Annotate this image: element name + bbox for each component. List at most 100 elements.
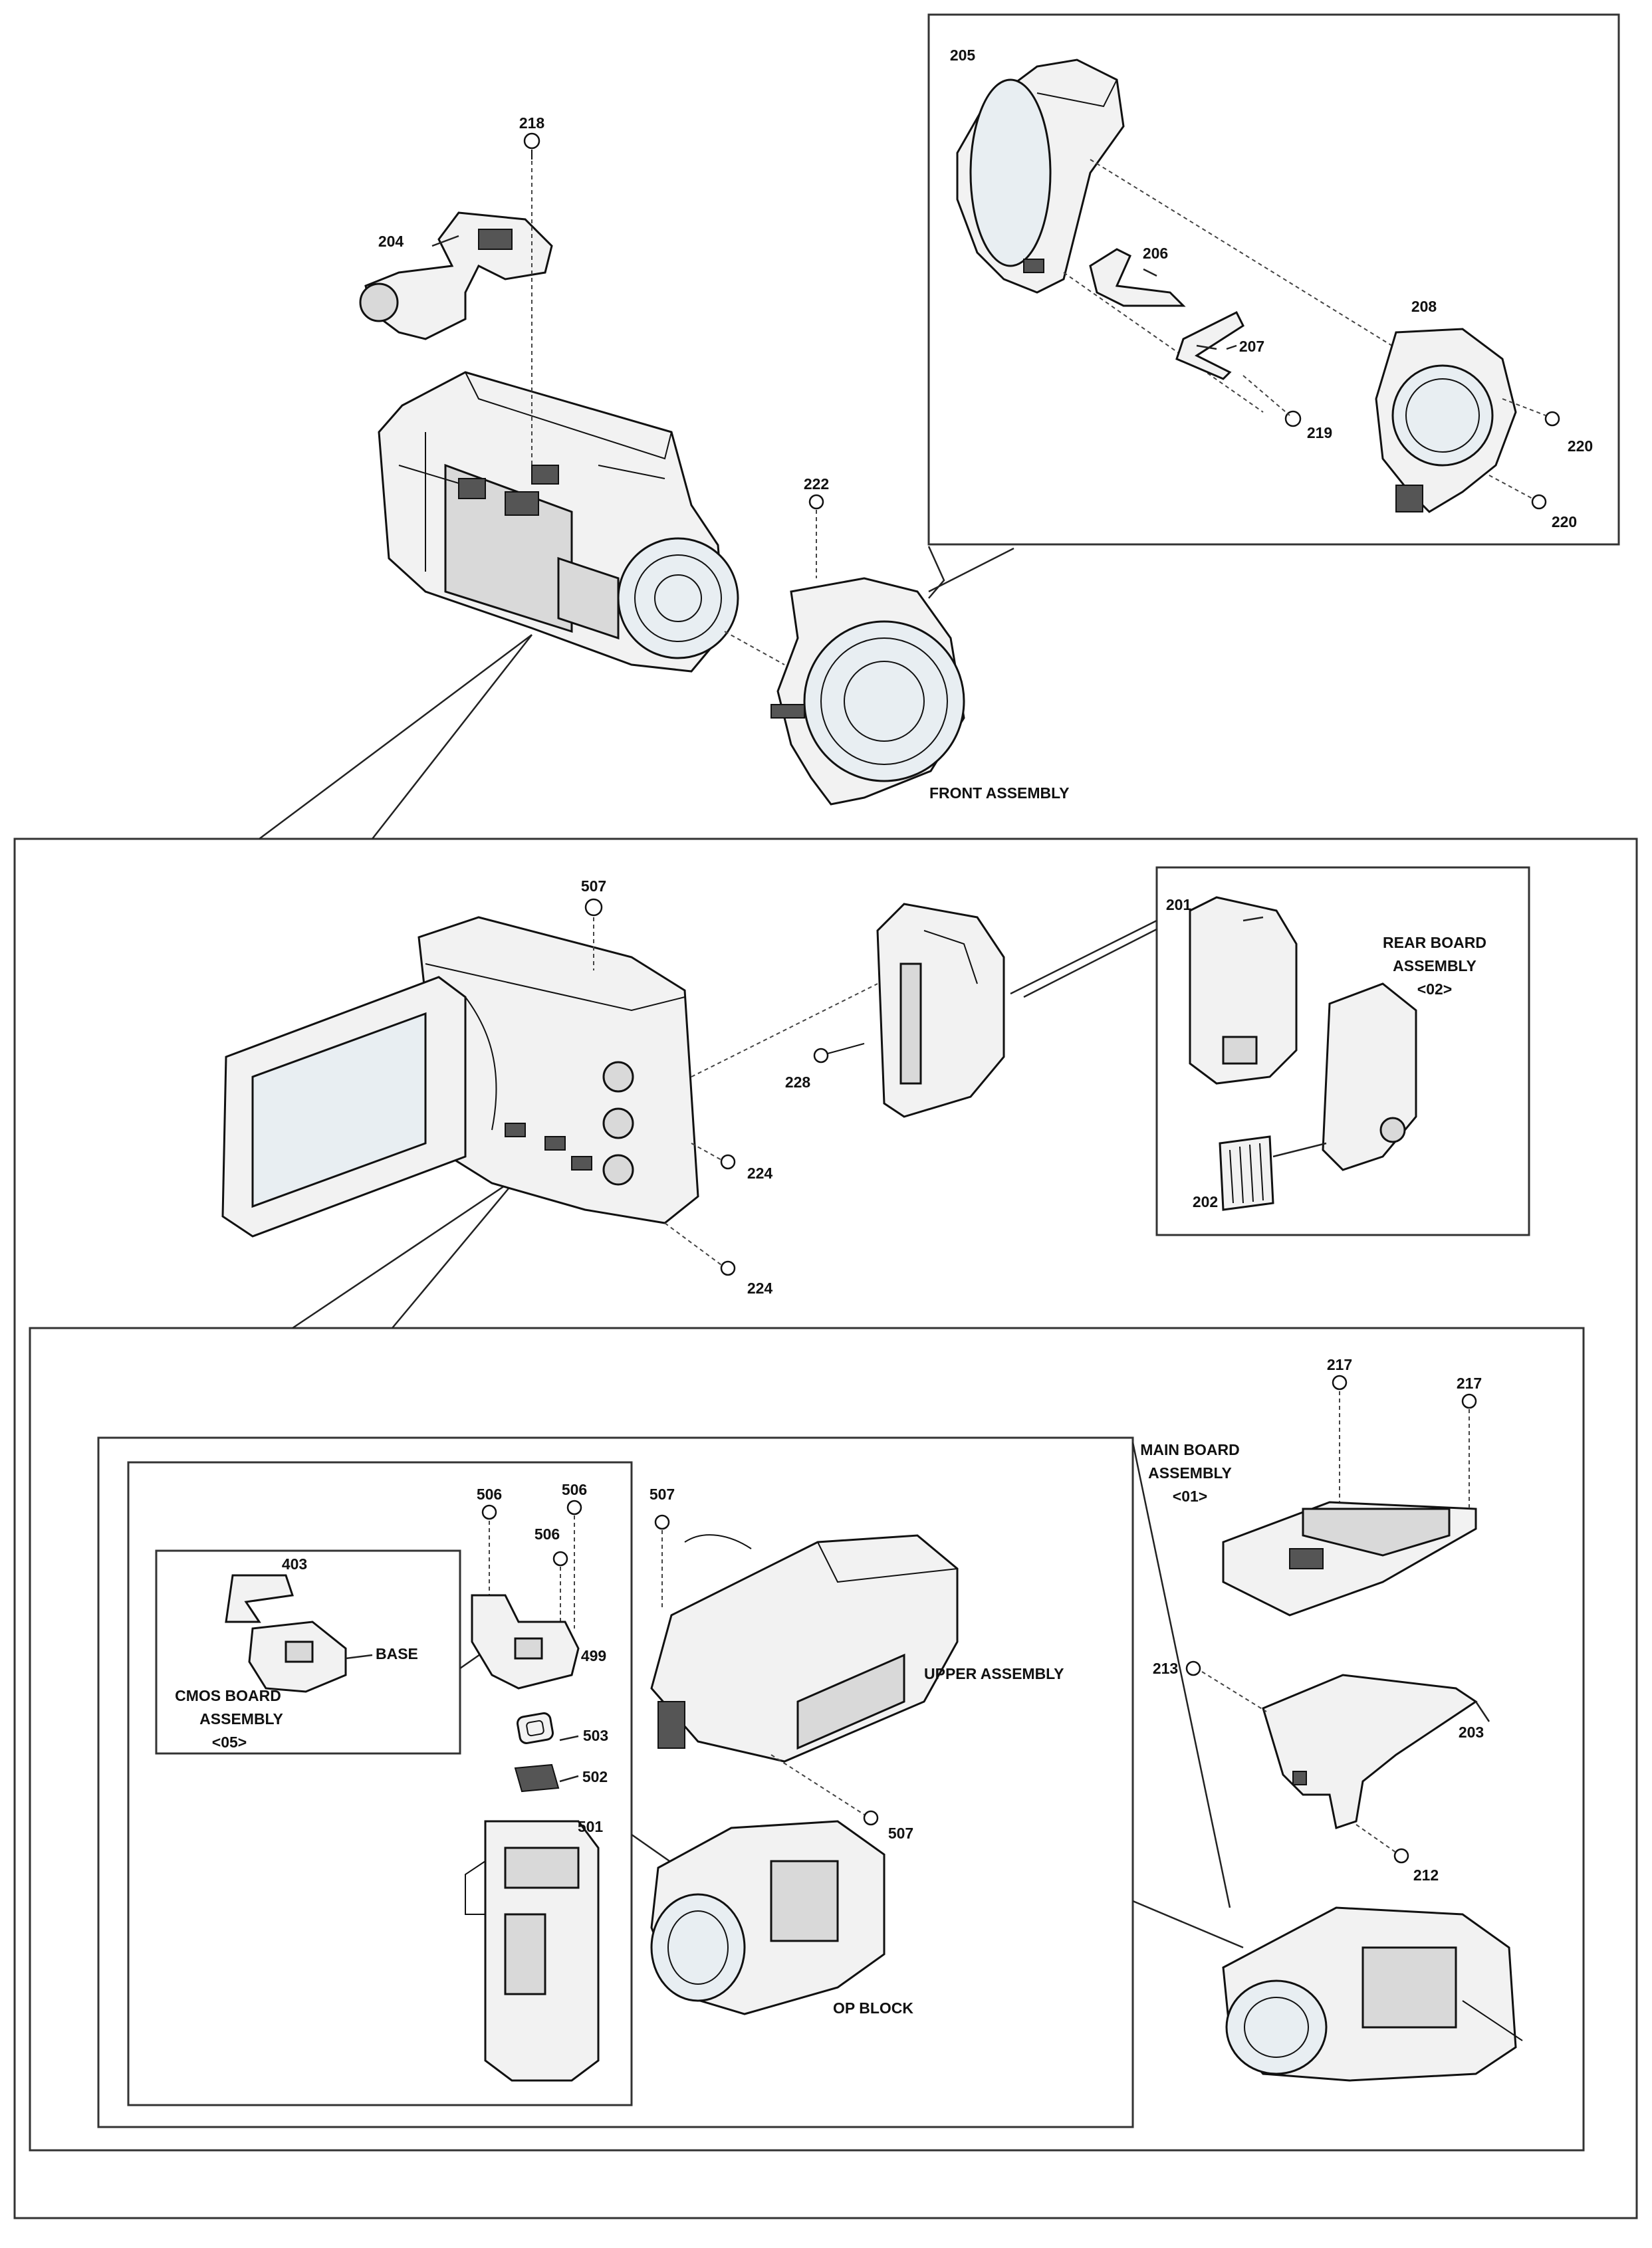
label-rear-board-1: REAR BOARD [1383,934,1486,951]
screw-224-b [664,1222,736,1276]
part-501-sensor-holder [465,1820,600,2082]
upper-assembly [650,1534,959,1763]
screw-507-mid [654,1514,670,1609]
screw-217-a [1332,1375,1348,1502]
front-assembly-dashline [724,631,785,665]
label-206: 206 [1142,245,1169,262]
label-202: 202 [1192,1193,1219,1210]
callout-wedge-top [927,546,945,599]
part-208-lens-ring [1375,328,1517,513]
part-502-filter [514,1763,560,1793]
screw-213 [1185,1660,1267,1712]
mid-level-frame [13,838,1638,2219]
label-217-a: 217 [1326,1356,1353,1373]
screw-506-b [566,1500,582,1629]
label-205: 205 [949,47,976,64]
main-board-assembly [1222,1501,1477,1617]
label-507-low: 507 [887,1825,914,1842]
label-212: 212 [1413,1866,1439,1884]
label-222: 222 [803,475,830,493]
screw-220-a [1502,398,1560,427]
label-main-board-2: ASSEMBLY [1148,1464,1232,1482]
screw-228 [813,1043,865,1064]
label-224-a: 224 [747,1165,773,1182]
label-front-assembly: FRONT ASSEMBLY [929,784,1070,802]
part-202-flex [1219,1135,1274,1211]
label-507-top: 507 [580,877,607,895]
label-204: 204 [378,233,404,250]
screw-222 [808,494,824,578]
front-assembly-detail-frame [927,13,1620,546]
label-502: 502 [582,1768,608,1785]
label-403: 403 [281,1555,308,1573]
label-208: 208 [1411,298,1437,315]
label-224-b: 224 [747,1280,773,1297]
label-220-b: 220 [1551,513,1578,530]
label-228: 228 [784,1073,811,1091]
op-block [650,1820,885,2015]
cmos-group-frame [127,1461,633,2106]
label-220-a: 220 [1567,437,1593,455]
label-cmos-board-2: ASSEMBLY [199,1710,283,1728]
label-203: 203 [1458,1724,1484,1741]
screw-507-low [770,1754,879,1826]
label-506-b: 506 [561,1481,588,1498]
lcd-panel [221,976,497,1238]
label-base: BASE [376,1645,418,1662]
label-op-block: OP BLOCK [833,1999,913,2017]
label-506-a: 506 [476,1486,503,1503]
part-205-lens-cover [956,58,1125,294]
label-217-b: 217 [1456,1375,1482,1392]
screw-218 [523,132,540,465]
part-206-flex [1089,248,1186,307]
part-503-seal [516,1712,554,1744]
label-201: 201 [1165,896,1192,913]
screw-212 [1356,1824,1409,1864]
label-cmos-board-3: <05> [211,1734,247,1751]
screw-219 [1242,375,1302,427]
callout-line-2 [372,634,532,840]
label-rear-board-3: <02> [1417,980,1453,998]
label-rear-board-2: ASSEMBLY [1393,957,1476,974]
callout-line-6 [1023,928,1157,998]
part-403-flex [225,1574,294,1623]
label-213: 213 [1152,1660,1179,1677]
part-207-strip [1175,310,1244,380]
callout-line-1 [259,633,532,840]
callout-line-9 [1132,1900,1244,1949]
screw-506-c [552,1551,568,1635]
label-cmos-board-1: CMOS BOARD [175,1687,281,1704]
label-main-board-1: MAIN BOARD [1140,1441,1240,1458]
base-chassis [1222,1906,1523,2082]
label-218: 218 [519,114,545,132]
front-assembly-ring [770,577,965,806]
camera-body-top [378,371,739,673]
lower-level-frame [29,1327,1585,2152]
rear-board-frame [1155,866,1530,1236]
label-499: 499 [580,1647,607,1664]
rear-housing [876,903,1005,1118]
part-201-rear-frame [1189,896,1298,1085]
callout-wedge-front [928,547,1014,593]
cmos-board-frame [155,1549,461,1755]
callout-line-4 [392,1176,519,1329]
op-block-area-frame [97,1436,1134,2128]
label-503: 503 [582,1727,609,1744]
screw-224-a [691,1143,736,1170]
callout-line-3 [292,1175,519,1329]
screw-217-b [1461,1393,1477,1509]
label-506-c: 506 [534,1525,560,1543]
callout-line-10 [1131,1442,1231,1908]
part-499-base [471,1594,580,1690]
callout-line-5 [1010,919,1157,995]
label-upper-assembly: UPPER ASSEMBLY [924,1665,1064,1682]
label-main-board-3: <01> [1172,1488,1208,1505]
label-207: 207 [1239,338,1265,355]
screw-506-a [481,1504,497,1609]
screw-507-top [584,898,603,970]
part-203-plate [1262,1674,1478,1829]
label-219: 219 [1306,424,1333,441]
cmos-board [248,1621,347,1693]
part-204-bracket [359,211,553,340]
